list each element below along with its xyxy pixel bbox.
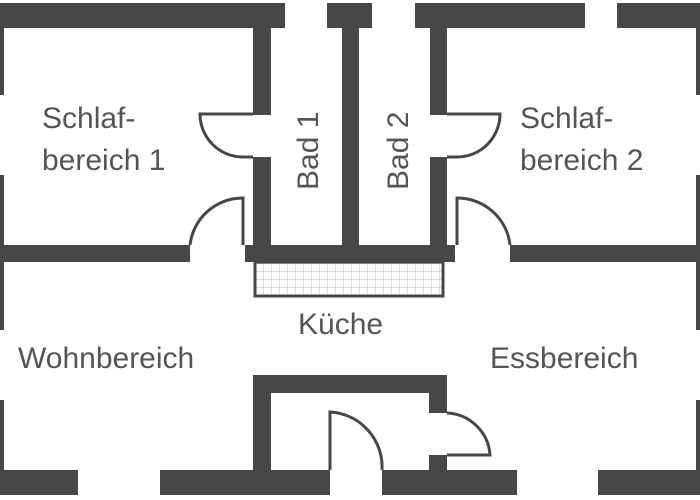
room-label-bedroom2-line1: Schlaf- xyxy=(520,102,613,135)
walls xyxy=(0,3,700,495)
doors xyxy=(188,112,512,471)
room-label-bedroom2-line2: bereich 2 xyxy=(520,144,643,177)
room-label-bedroom1-line1: Schlaf- xyxy=(42,102,135,135)
room-label-bath1: Bad 1 xyxy=(292,112,325,190)
room-label-living: Wohnbereich xyxy=(18,342,194,375)
room-label-dining: Essbereich xyxy=(490,342,638,375)
room-label-kitchen: Küche xyxy=(298,308,383,341)
room-label-bedroom1-line2: bereich 1 xyxy=(42,144,165,177)
kitchen-counter xyxy=(253,260,445,298)
room-label-bath2: Bad 2 xyxy=(382,112,415,190)
